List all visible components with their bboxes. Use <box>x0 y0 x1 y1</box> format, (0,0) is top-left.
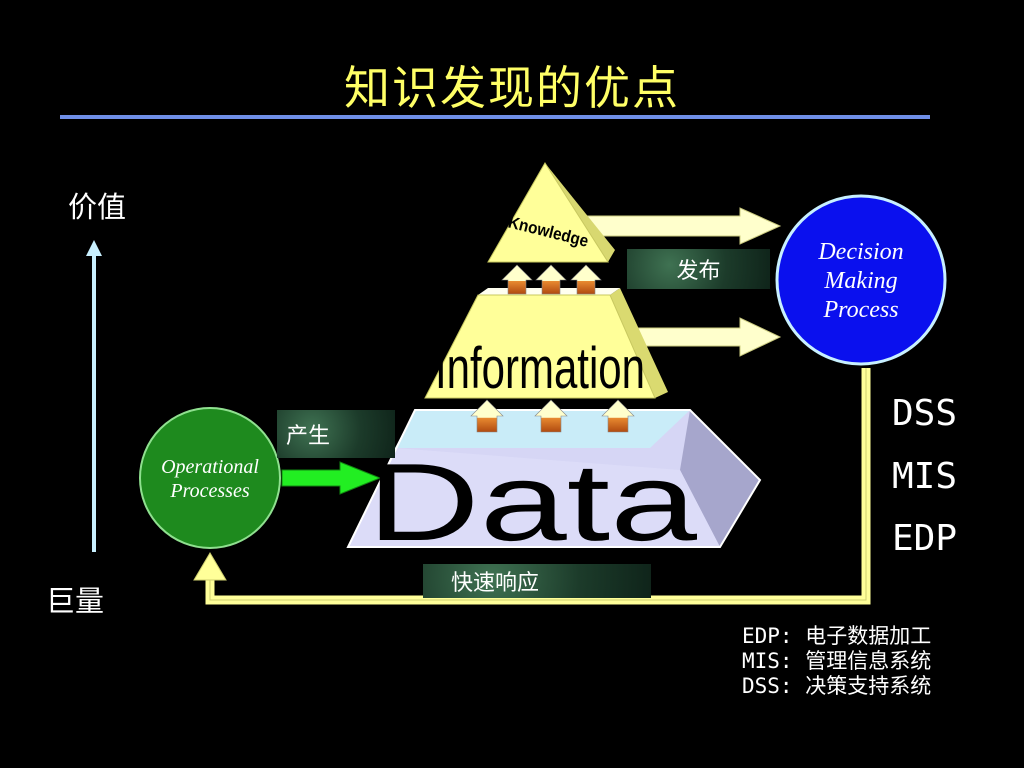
knowledge-pyramid-tier <box>487 162 615 263</box>
value-axis-label: 价值 <box>68 190 127 224</box>
decision-making-label: Decision Making Process <box>818 239 904 323</box>
legend-item: MIS: 管理信息系统 <box>742 649 932 673</box>
knowledge-to-decision-arrow <box>584 207 782 245</box>
page-title: 知识发现的优点 <box>344 61 680 115</box>
operational-to-data-arrow <box>281 461 382 495</box>
generate-tag: 产生 <box>277 410 395 458</box>
upward-flow-arrows-top <box>501 264 602 295</box>
legend-item: DSS: 决策支持系统 <box>742 674 932 698</box>
operational-processes-label: Operational Processes <box>161 456 259 502</box>
title-divider <box>60 115 930 119</box>
edp-label: EDP <box>892 518 958 559</box>
data-label: Data <box>367 441 698 564</box>
abbreviation-legend: EDP: 电子数据加工 MIS: 管理信息系统 DSS: 决策支持系统 <box>742 624 931 699</box>
mis-label: MIS <box>892 456 958 497</box>
publish-tag: 发布 <box>627 249 770 289</box>
feedback-arrow <box>193 368 871 605</box>
operational-processes-circle <box>139 407 281 549</box>
information-to-decision-arrow <box>629 317 782 357</box>
information-label: Information <box>435 336 645 401</box>
decision-making-circle <box>775 194 947 366</box>
volume-axis-label: 巨量 <box>46 584 105 618</box>
data-block <box>346 409 762 548</box>
dss-label: DSS <box>892 393 958 434</box>
upward-flow-arrows-bottom <box>470 399 635 433</box>
legend-item: EDP: 电子数据加工 <box>742 624 932 648</box>
fast-response-tag: 快速响应 <box>423 564 651 598</box>
